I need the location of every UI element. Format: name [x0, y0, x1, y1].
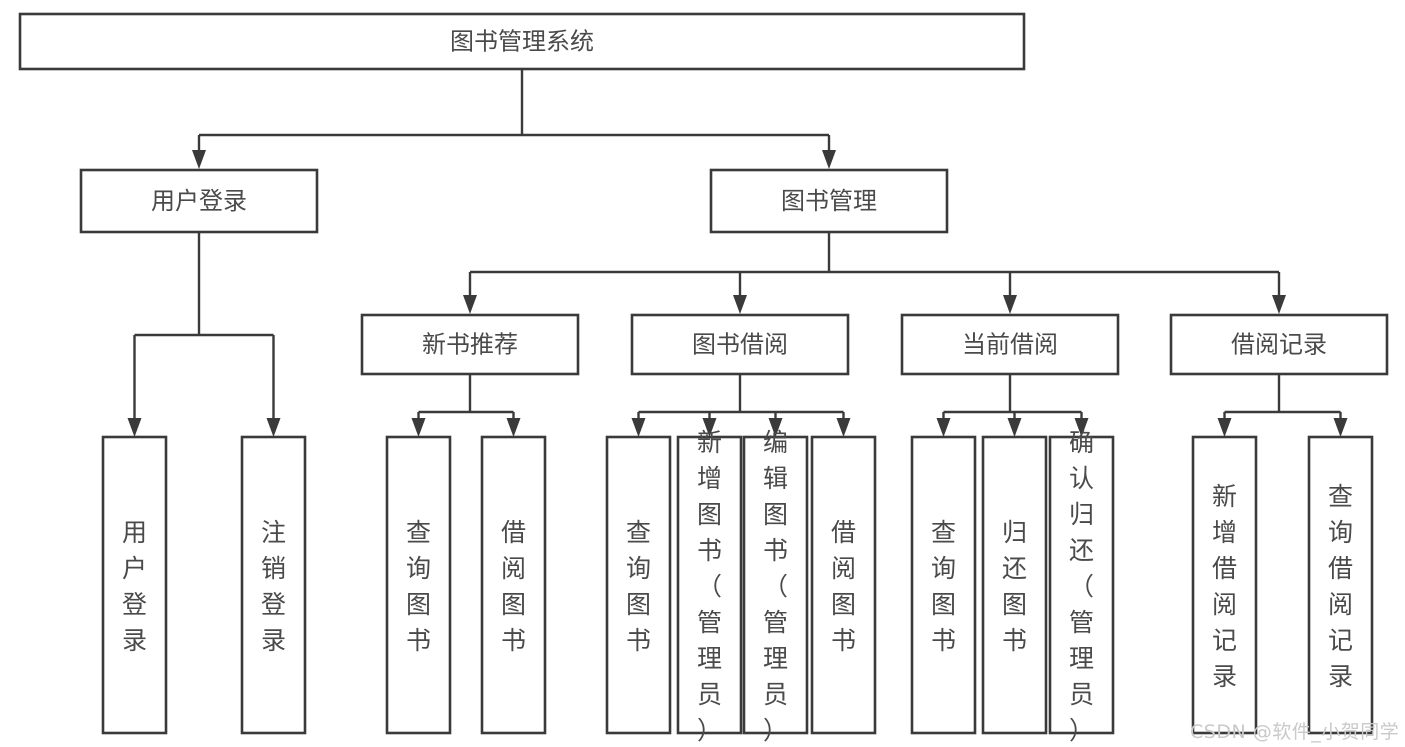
node-leaf-query-book-cb[interactable]: 查询图书: [910, 435, 977, 735]
node-label: 新增图书（管理员）: [697, 428, 722, 745]
node-box: [240, 435, 307, 735]
node-leaf-add-book[interactable]: 新增图书（管理员）: [676, 428, 743, 745]
node-label: 查询图书: [626, 518, 651, 655]
arrow-head-icon: [1217, 418, 1232, 437]
node-leaf-query-borrow-rec[interactable]: 查询借阅记录: [1307, 435, 1374, 735]
node-current-borrow[interactable]: 当前借阅: [900, 313, 1120, 376]
node-label: 图书管理: [781, 187, 877, 215]
node-box: [1191, 435, 1258, 735]
node-box: [742, 435, 809, 735]
node-box: [900, 313, 1120, 376]
node-leaf-add-borrow-rec[interactable]: 新增借阅记录: [1191, 435, 1258, 735]
node-box: [1169, 313, 1389, 376]
node-box: [18, 12, 1026, 71]
node-label: 新书推荐: [422, 331, 518, 359]
node-leaf-user-logout[interactable]: 注销登录: [240, 435, 307, 735]
node-label: 确认归还（管理员）: [1069, 428, 1094, 745]
arrow-head-icon: [836, 418, 851, 437]
arrow-head-icon: [411, 418, 426, 437]
node-label: 借阅记录: [1231, 331, 1327, 359]
arrow-head-icon: [822, 150, 836, 169]
node-leaf-user-login[interactable]: 用户登录: [101, 435, 168, 735]
node-leaf-confirm-return[interactable]: 确认归还（管理员）: [1048, 428, 1115, 745]
node-box: [981, 435, 1048, 735]
node-box: [480, 435, 547, 735]
node-label: 借阅图书: [831, 518, 856, 655]
arrow-head-icon: [266, 418, 281, 437]
arrow-head-icon: [733, 295, 747, 314]
node-box: [676, 435, 743, 735]
arrow-head-icon: [1003, 295, 1017, 314]
node-box: [101, 435, 168, 735]
node-box: [709, 168, 949, 234]
node-box: [385, 435, 452, 735]
node-label: 当前借阅: [962, 331, 1058, 359]
node-label: 借阅图书: [501, 518, 526, 655]
arrow-head-icon: [631, 418, 646, 437]
node-box: [1307, 435, 1374, 735]
arrow-head-icon: [1074, 418, 1089, 437]
node-leaf-edit-book[interactable]: 编辑图书（管理员）: [742, 428, 809, 745]
node-label: 用户登录: [151, 187, 247, 215]
diagram-nodes-group: 图书管理系统用户登录图书管理新书推荐图书借阅当前借阅借阅记录用户登录注销登录查询…: [18, 12, 1389, 745]
node-box: [360, 313, 580, 376]
node-box: [910, 435, 977, 735]
node-user-login[interactable]: 用户登录: [79, 168, 319, 234]
node-box: [1048, 435, 1115, 735]
node-leaf-return-book[interactable]: 归还图书: [981, 435, 1048, 735]
node-label: 图书管理系统: [450, 28, 594, 56]
connector-lines-group: [127, 69, 1348, 437]
arrow-head-icon: [127, 418, 142, 437]
arrow-head-icon: [1007, 418, 1022, 437]
node-label: 注销登录: [261, 518, 286, 655]
arrow-head-icon: [1333, 418, 1348, 437]
node-label: 查询借阅记录: [1328, 482, 1353, 691]
node-label: 编辑图书（管理员）: [763, 428, 788, 745]
node-borrow-record[interactable]: 借阅记录: [1169, 313, 1389, 376]
arrow-head-icon: [192, 150, 206, 169]
arrow-head-icon: [702, 418, 717, 437]
node-label: 查询图书: [406, 518, 431, 655]
node-label: 用户登录: [122, 518, 147, 655]
arrow-head-icon: [1272, 295, 1286, 314]
arrow-head-icon: [936, 418, 951, 437]
node-leaf-query-book-rec[interactable]: 查询图书: [385, 435, 452, 735]
node-box: [79, 168, 319, 234]
node-box: [630, 313, 850, 376]
node-new-book-rec[interactable]: 新书推荐: [360, 313, 580, 376]
node-box: [810, 435, 877, 735]
node-box: [605, 435, 672, 735]
node-label: 归还图书: [1002, 518, 1027, 655]
node-leaf-borrow-book-bw[interactable]: 借阅图书: [810, 435, 877, 735]
node-label: 新增借阅记录: [1212, 482, 1237, 691]
node-leaf-borrow-book-rec[interactable]: 借阅图书: [480, 435, 547, 735]
arrow-head-icon: [506, 418, 521, 437]
node-book-borrow[interactable]: 图书借阅: [630, 313, 850, 376]
arrow-head-icon: [768, 418, 783, 437]
node-label: 图书借阅: [692, 331, 788, 359]
node-leaf-query-book-bw[interactable]: 查询图书: [605, 435, 672, 735]
node-label: 查询图书: [931, 518, 956, 655]
arrow-head-icon: [463, 295, 477, 314]
csdn-watermark: CSDN @软件_小贺同学: [1190, 721, 1400, 743]
node-book-manage[interactable]: 图书管理: [709, 168, 949, 234]
node-root-book-management-system[interactable]: 图书管理系统: [18, 12, 1026, 71]
